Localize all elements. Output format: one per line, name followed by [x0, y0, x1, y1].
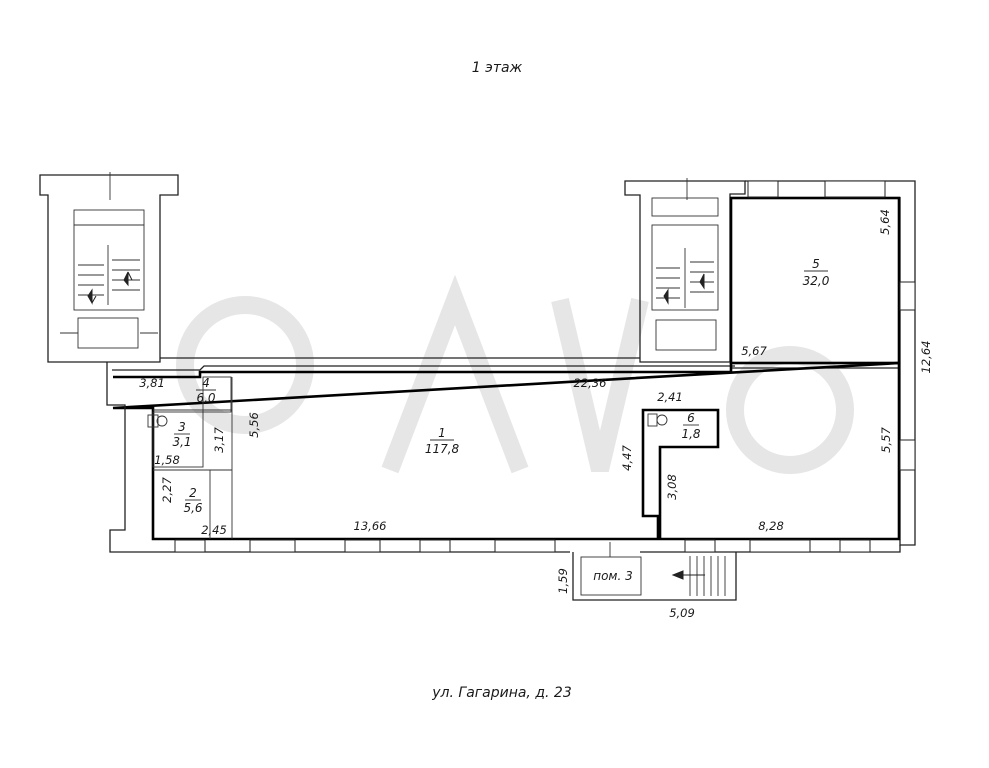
- watermark: [176, 274, 854, 474]
- room-5: [729, 196, 901, 365]
- room-4-number: 4: [202, 376, 210, 390]
- room-5-number: 5: [812, 257, 820, 271]
- room-2-area: 5,6: [183, 501, 202, 515]
- dim-1-59: 1,59: [556, 568, 570, 594]
- dimension-labels: 3,81 22,36 5,67 5,64 12,64 5,57 5,56 3,1…: [139, 209, 933, 620]
- dim-4-47: 4,47: [620, 445, 634, 471]
- dim-5-64: 5,64: [878, 209, 892, 235]
- room-5-area: 32,0: [803, 274, 830, 288]
- room-3-number: 3: [178, 420, 186, 434]
- bottom-windows: [153, 539, 901, 553]
- dim-5-56: 5,56: [247, 412, 261, 438]
- room-labels: 1 117,8 2 5,6 3 3,1 4 6,0 5 32,0 6 1,8: [172, 257, 829, 515]
- address-label: ул. Гагарина, д. 23: [431, 685, 571, 701]
- floor-label: 1 этаж: [472, 60, 523, 76]
- room-6-number: 6: [687, 411, 695, 425]
- annex: [572, 542, 737, 601]
- dim-1-58: 1,58: [154, 453, 180, 467]
- annex-label: пом. 3: [593, 569, 633, 583]
- dim-2-45: 2,45: [201, 523, 227, 537]
- dim-12-64: 12,64: [919, 341, 933, 374]
- dim-3-17: 3,17: [212, 427, 226, 453]
- dim-2-27: 2,27: [160, 477, 174, 503]
- corridor-wall: [112, 357, 735, 371]
- dim-22-36: 22,36: [574, 376, 607, 390]
- left-stairwell: [39, 172, 179, 363]
- dim-13-66: 13,66: [354, 519, 387, 533]
- dim-2-41: 2,41: [657, 390, 683, 404]
- dim-5-57: 5,57: [879, 427, 893, 453]
- left-outer-wall: [106, 362, 153, 553]
- small-rooms: [147, 376, 233, 539]
- room-4-area: 6,0: [196, 391, 215, 405]
- room-1-area: 117,8: [425, 442, 460, 456]
- room-6-area: 1,8: [681, 427, 700, 441]
- room-6-fixtures: [647, 413, 668, 427]
- dim-5-67: 5,67: [741, 344, 767, 358]
- dim-5-09: 5,09: [669, 606, 695, 620]
- room-2-number: 2: [189, 486, 197, 500]
- right-stairwell: [624, 178, 746, 363]
- room-3-area: 3,1: [172, 435, 191, 449]
- dim-3-81: 3,81: [139, 376, 165, 390]
- dim-8-28: 8,28: [758, 519, 784, 533]
- dim-3-08: 3,08: [665, 474, 679, 500]
- side-windows: [747, 180, 916, 471]
- room-1-number: 1: [438, 426, 446, 440]
